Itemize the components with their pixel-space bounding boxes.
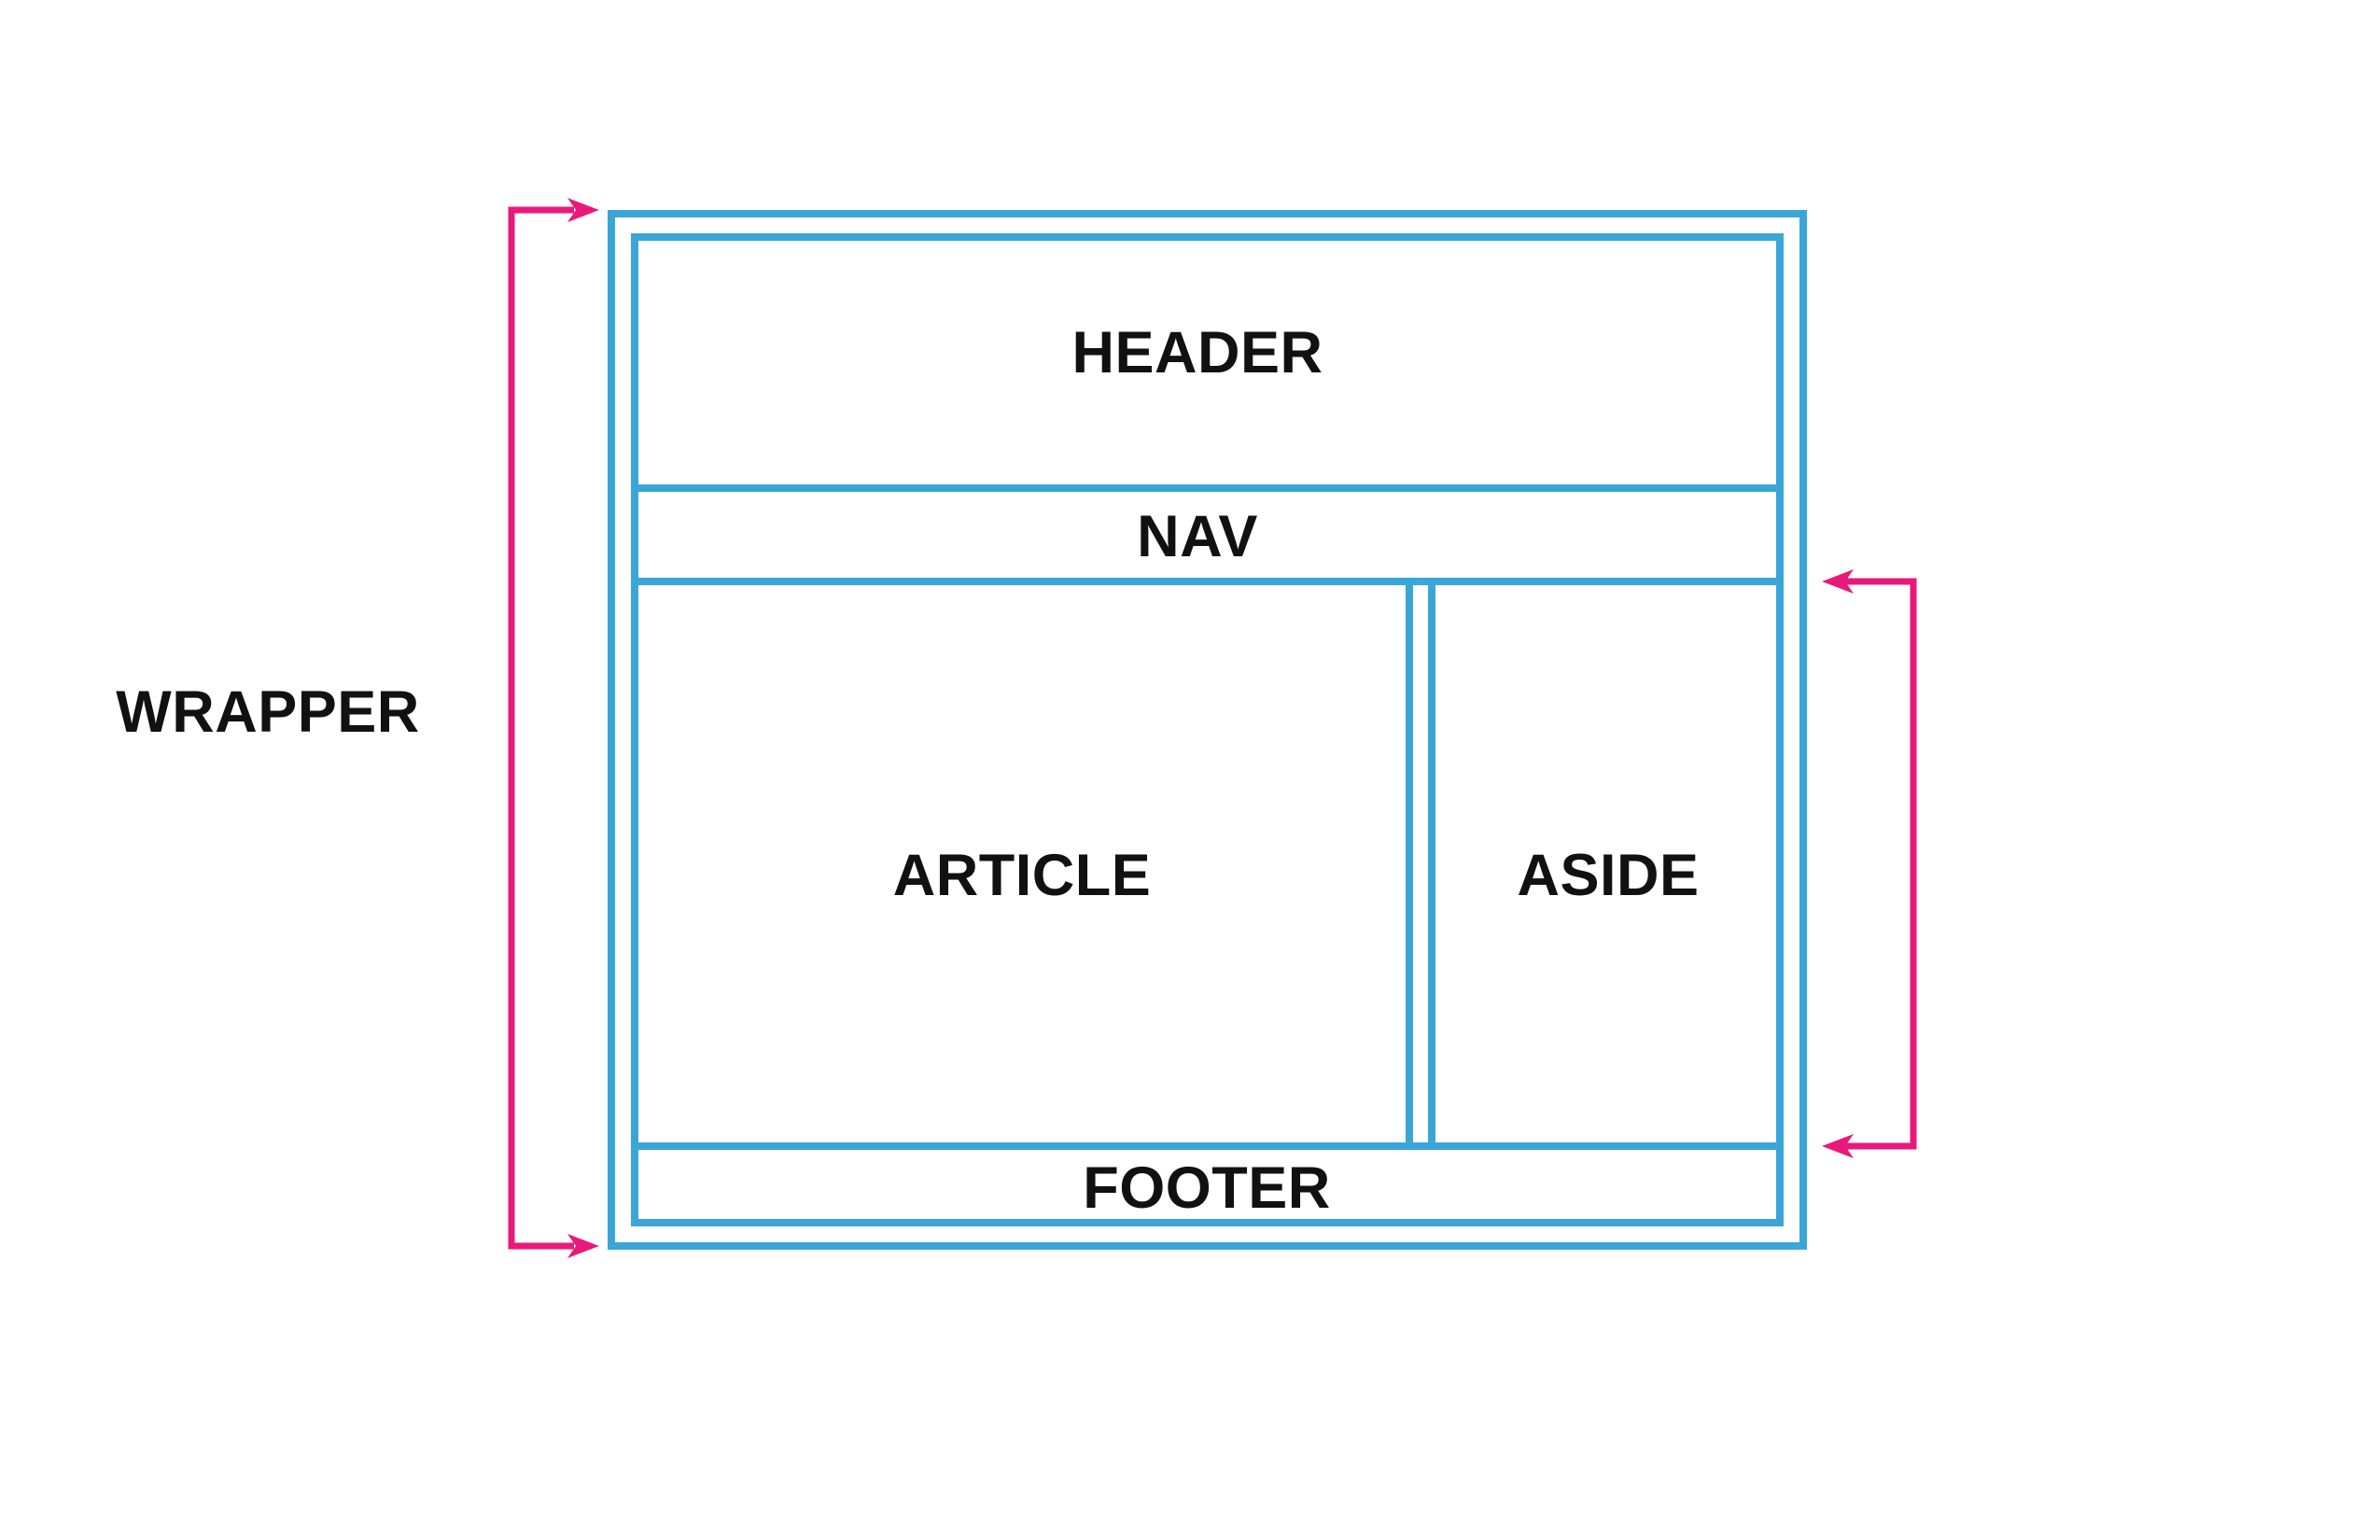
content-arrow-bottom-icon: [1822, 1134, 1854, 1158]
wrapper-arrow-top-icon: [567, 198, 599, 222]
column-gutter: [1406, 578, 1435, 1150]
footer-label: FOOTER: [1083, 1155, 1331, 1221]
header-label: HEADER: [1071, 320, 1323, 385]
aside-label: ASIDE: [1517, 843, 1700, 908]
wrapper-bracket: [508, 206, 574, 1250]
wrapper-box: [608, 210, 1807, 1250]
article-label: ARTICLE: [892, 843, 1152, 908]
content-bracket: [1841, 578, 1917, 1150]
content-arrow-top-icon: [1822, 569, 1854, 594]
footer-box: [631, 1142, 1784, 1226]
nav-label: NAV: [1137, 504, 1258, 569]
wrapper-arrow-bottom-icon: [567, 1234, 599, 1258]
wrapper-label: WRAPPER: [116, 679, 420, 745]
